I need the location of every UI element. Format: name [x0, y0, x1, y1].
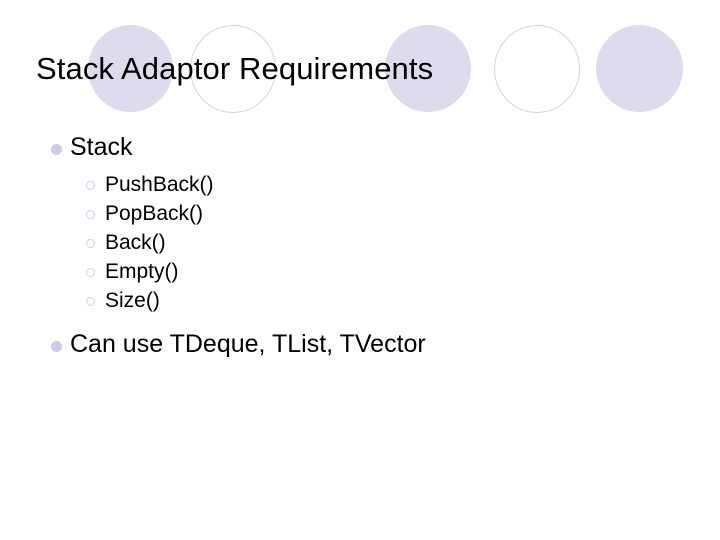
sub-bullet-label: PushBack()	[105, 173, 214, 196]
bullet-item-can-use: Can use TDeque, TList, TVector	[0, 327, 720, 361]
bullet-ring-icon	[86, 210, 95, 219]
sub-bullet-label: Back()	[105, 231, 166, 254]
bullet-dot-icon	[51, 341, 62, 352]
bullet-dot-icon	[51, 144, 62, 155]
sub-bullet-item-back: Back()	[0, 228, 720, 257]
bullet-ring-icon	[86, 239, 95, 248]
sub-bullet-label: Empty()	[105, 260, 179, 283]
sub-bullet-item-pushback: PushBack()	[0, 170, 720, 199]
bullet-ring-icon	[86, 268, 95, 277]
bullet-label: Stack	[70, 133, 133, 161]
sub-bullet-item-popback: PopBack()	[0, 199, 720, 228]
slide-body: Stack PushBack() PopBack() Back() Empty(…	[0, 130, 720, 361]
sub-bullet-item-empty: Empty()	[0, 257, 720, 286]
sub-bullet-list: PushBack() PopBack() Back() Empty() Size…	[0, 170, 720, 315]
sub-bullet-label: PopBack()	[105, 202, 204, 225]
bullet-ring-icon	[86, 181, 95, 190]
slide-title: Stack Adaptor Requirements	[36, 51, 434, 86]
bullet-item-stack: Stack	[0, 130, 720, 164]
bullet-ring-icon	[86, 297, 95, 306]
sub-bullet-item-size: Size()	[0, 286, 720, 315]
sub-bullet-label: Size()	[105, 289, 160, 312]
bullet-label: Can use TDeque, TList, TVector	[70, 330, 426, 358]
